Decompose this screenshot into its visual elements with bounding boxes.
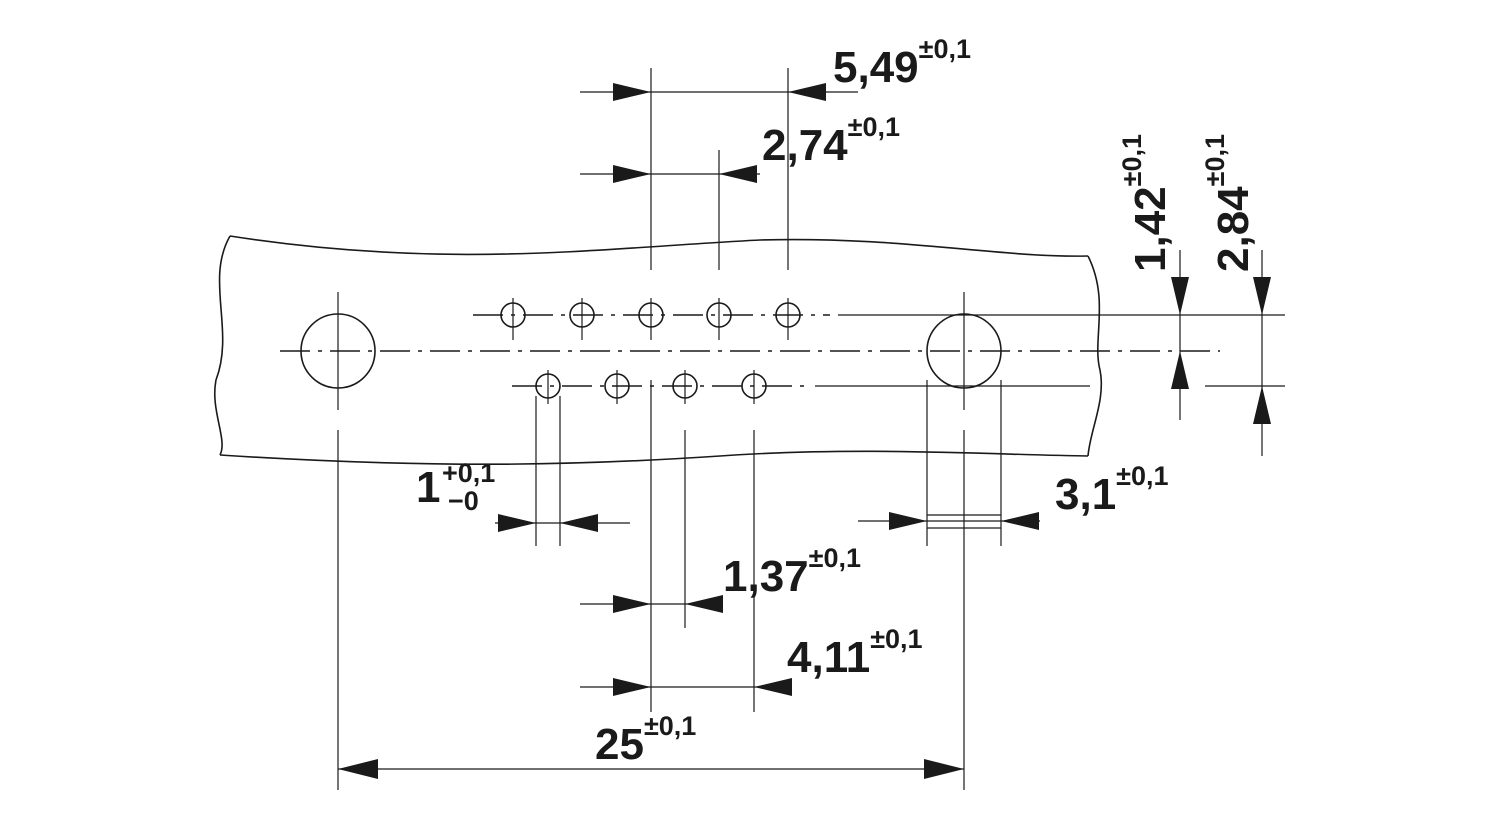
- dim-1-lower-tolerance: −0: [448, 486, 479, 516]
- mounting-holes: [300, 313, 1002, 389]
- mounting-hole-right: [926, 313, 1002, 389]
- dim-2-84-label: 2,84±0,1: [1200, 134, 1258, 272]
- dim-5-49-label: 5,49±0,1: [833, 34, 971, 92]
- dim-2-74-label: 2,74±0,1: [762, 112, 900, 170]
- dim-1-label: 1 +0,1 −0: [416, 458, 495, 516]
- dim-4-11-label: 4,11±0,1: [787, 624, 923, 682]
- dimension-lines: [338, 83, 1271, 779]
- mounting-hole-left: [300, 313, 376, 389]
- dim-1-42-label: 1,42±0,1: [1117, 134, 1175, 272]
- extension-lines: [337, 68, 1263, 790]
- dim-1-upper-tolerance: +0,1: [442, 458, 495, 488]
- dimension-labels: 5,49±0,1 2,74±0,1 1,42±0,1 2,84±0,1 1 +0…: [416, 34, 1258, 769]
- board-outline: [214, 235, 1103, 466]
- dim-25-label: 25±0,1: [595, 711, 696, 769]
- dim-1-value: 1: [416, 463, 440, 512]
- centerlines: [280, 292, 1285, 410]
- pin-holes-upper-row: [500, 298, 801, 340]
- dim-3-1-label: 3,1±0,1: [1055, 461, 1169, 519]
- dim-1-37-label: 1,37±0,1: [723, 543, 861, 601]
- pin-holes-lower-row: [535, 370, 767, 404]
